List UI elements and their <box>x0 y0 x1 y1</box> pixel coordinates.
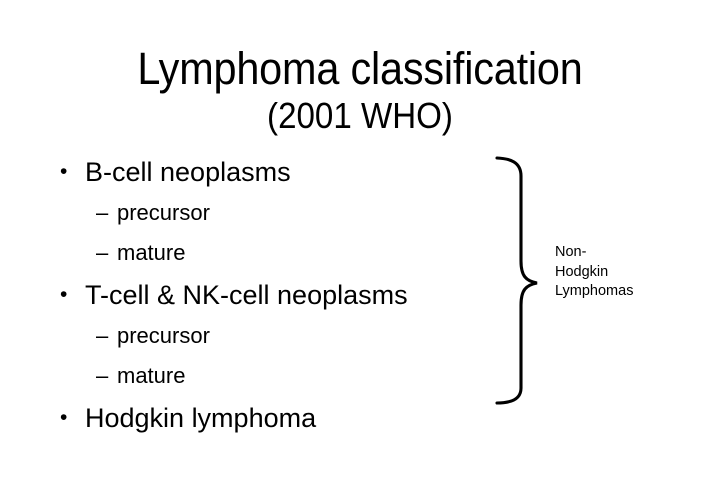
bullet-icon: • <box>60 406 68 429</box>
list-item: • Hodgkin lymphoma <box>56 404 496 432</box>
list-item: • T-cell & NK-cell neoplasms <box>56 281 496 324</box>
outline-list: • B-cell neoplasms – precursor – mature … <box>56 158 496 432</box>
curly-brace-icon <box>488 148 548 412</box>
bullet-icon: • <box>60 160 68 183</box>
list-item: – mature <box>56 241 496 281</box>
list-item: – precursor <box>56 324 496 364</box>
title-block: Lymphoma classification (2001 WHO) <box>0 44 720 137</box>
dash-icon: – <box>96 323 109 348</box>
page-title: Lymphoma classification <box>137 43 583 94</box>
dash-icon: – <box>96 240 109 265</box>
list-item-label: B-cell neoplasms <box>85 157 291 187</box>
list-item: – mature <box>56 364 496 404</box>
page-subtitle: (2001 WHO) <box>267 95 453 136</box>
brace-label: Non- Hodgkin Lymphomas <box>555 243 633 302</box>
brace-label-line: Hodgkin <box>555 263 609 280</box>
list-item-label: mature <box>117 240 186 265</box>
list-item-label: precursor <box>117 323 210 348</box>
brace-label-line: Lymphomas <box>555 283 634 299</box>
brace-label-line: Non- <box>555 244 587 260</box>
list-item-label: mature <box>117 363 186 388</box>
dash-icon: – <box>96 200 109 225</box>
list-item: • B-cell neoplasms <box>56 158 496 201</box>
dash-icon: – <box>96 363 109 388</box>
list-item-label: precursor <box>117 200 210 225</box>
bullet-icon: • <box>60 283 68 306</box>
curly-brace-svg <box>495 156 538 405</box>
list-item: – precursor <box>56 201 496 241</box>
list-item-label: T-cell & NK-cell neoplasms <box>85 280 408 310</box>
list-item-label: Hodgkin lymphoma <box>85 403 317 433</box>
